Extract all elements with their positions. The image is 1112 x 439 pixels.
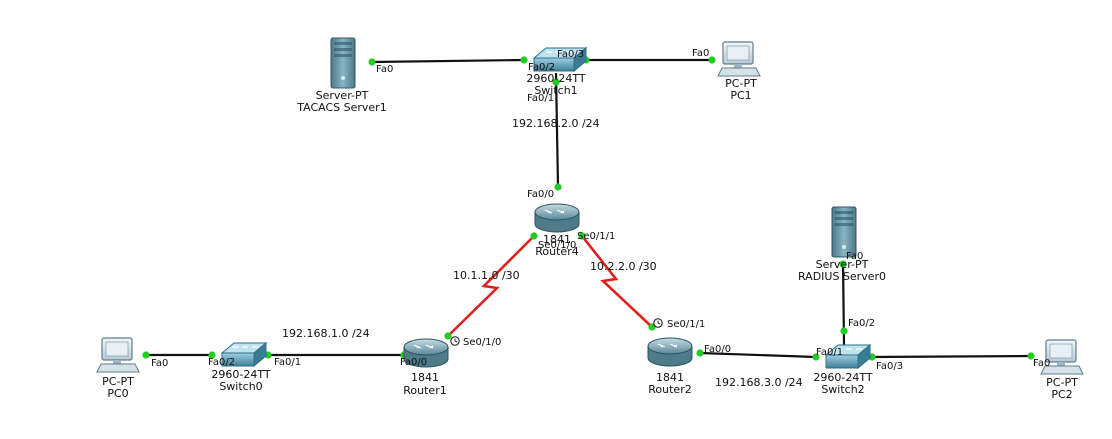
device-name: Router4 [535, 245, 578, 258]
link-up-dot [368, 58, 376, 66]
network-label: 10.1.1.0 /30 [453, 269, 520, 282]
device-name: PC1 [730, 89, 751, 102]
port-label: Se0/1/0 [538, 240, 576, 251]
router2[interactable]: 1841 Router2 [647, 337, 693, 396]
pc-icon [96, 337, 140, 373]
clock-icon [653, 318, 663, 328]
port-label: Fa0 [692, 48, 709, 59]
link-up-dot [578, 232, 586, 240]
device-name: TACACS Server1 [296, 101, 386, 114]
network-label: 192.168.3.0 /24 [715, 376, 803, 389]
device-model: 1841 [543, 233, 571, 246]
network-label: 192.168.1.0 /24 [282, 327, 370, 340]
port-label: Fa0/2 [208, 357, 235, 368]
port-label: Fa0/3 [557, 49, 584, 60]
device-model: PC-PT [1046, 376, 1078, 389]
device-model: PC-PT [725, 77, 757, 90]
device-model: Server-PT [316, 89, 369, 102]
router-icon [534, 203, 580, 233]
link-up-dot [696, 349, 704, 357]
device-name: Switch1 [534, 84, 577, 97]
port-label: Se0/1/0 [463, 337, 501, 348]
port-label: Fa0/1 [274, 357, 301, 368]
device-name: RADIUS Server0 [798, 270, 886, 283]
device-model: PC-PT [102, 375, 134, 388]
pc-icon [1040, 339, 1084, 375]
port-label: Fa0 [151, 358, 168, 369]
switch-icon [532, 46, 588, 73]
switch-icon [824, 343, 872, 370]
link-up-dot [142, 351, 150, 359]
pc1[interactable]: PC-PT PC1 [717, 41, 761, 102]
port-label: Fa0/2 [528, 62, 555, 73]
device-model: 2960-24TT [813, 371, 872, 384]
link-up-dot [530, 232, 538, 240]
port-label: Se0/1/1 [667, 319, 705, 330]
device-model: 2960-24TT [211, 368, 270, 381]
link-up-dot [520, 56, 528, 64]
switch1[interactable]: 2960-24TT Switch1 [526, 46, 588, 97]
link-up-dot [839, 260, 847, 268]
router1[interactable]: 1841 Router1 [403, 338, 449, 397]
port-label: Fa0 [376, 64, 393, 75]
port-label: Fa0 [846, 251, 863, 262]
link-router2-switch2[interactable] [699, 351, 817, 359]
switch2[interactable]: 2960-24TT Switch2 [813, 343, 873, 396]
link-up-dot [840, 327, 848, 335]
device-model: 1841 [656, 371, 684, 384]
link-up-dot [648, 323, 656, 331]
pc0[interactable]: PC-PT PC0 [96, 337, 140, 400]
link-up-dot [552, 78, 560, 86]
router-icon [647, 337, 693, 367]
link-up-dot [1027, 352, 1035, 360]
network-label: 192.168.2.0 /24 [512, 117, 600, 130]
tacacs-server1[interactable]: Server-PT TACACS Server1 [296, 37, 387, 114]
device-name: Router2 [648, 383, 691, 396]
link-up-dot [554, 183, 562, 191]
device-model: 1841 [411, 371, 439, 384]
router-icon [403, 338, 449, 368]
link-switch2-pc2[interactable] [871, 354, 1032, 359]
radius-server0[interactable]: Server-PT RADIUS Server0 [798, 206, 886, 283]
port-label: Fa0/2 [848, 318, 875, 329]
device-name: Switch0 [219, 380, 262, 393]
switch-icon [220, 341, 268, 368]
pc-icon [717, 41, 761, 77]
link-up-dot [444, 332, 452, 340]
device-name: Router1 [403, 384, 446, 397]
link-up-dot [708, 56, 716, 64]
device-name: PC0 [107, 387, 128, 400]
port-label: Fa0/1 [527, 93, 554, 104]
network-label: 10.2.2.0 /30 [590, 260, 657, 273]
pc2[interactable]: PC-PT PC2 [1040, 339, 1084, 401]
device-name: PC2 [1051, 388, 1072, 401]
clock-icon [450, 336, 460, 346]
link-switch1-router4[interactable] [554, 72, 560, 188]
device-model: Server-PT [816, 258, 869, 271]
port-label: Fa0/0 [400, 357, 427, 368]
port-labels: Fa0 Fa0/2 Fa0/3 Fa0 Fa0/1 Fa0/0 Se0/1/0 … [151, 48, 1050, 372]
network-labels: 192.168.2.0 /24 192.168.1.0 /24 192.168.… [282, 117, 803, 389]
port-label: Fa0/1 [816, 347, 843, 358]
port-label: Fa0 [1033, 358, 1050, 369]
server-icon [831, 206, 857, 258]
port-label: Fa0/0 [704, 344, 731, 355]
port-label: Se0/1/1 [577, 231, 615, 242]
link-status-dots [142, 56, 1035, 361]
port-label: Fa0/3 [876, 361, 903, 372]
router4[interactable]: 1841 Router4 [534, 203, 580, 258]
link-up-dot [812, 353, 820, 361]
port-label: Fa0/0 [527, 189, 554, 200]
serial-link-router4-router1[interactable] [447, 235, 535, 337]
link-tacacs-switch1[interactable] [371, 58, 525, 64]
device-model: 2960-24TT [526, 72, 585, 85]
link-up-dot [208, 351, 216, 359]
server-icon [330, 37, 356, 89]
serial-link-router4-router2[interactable] [580, 235, 653, 328]
switch0[interactable]: 2960-24TT Switch0 [211, 341, 271, 393]
device-name: Switch2 [821, 383, 864, 396]
